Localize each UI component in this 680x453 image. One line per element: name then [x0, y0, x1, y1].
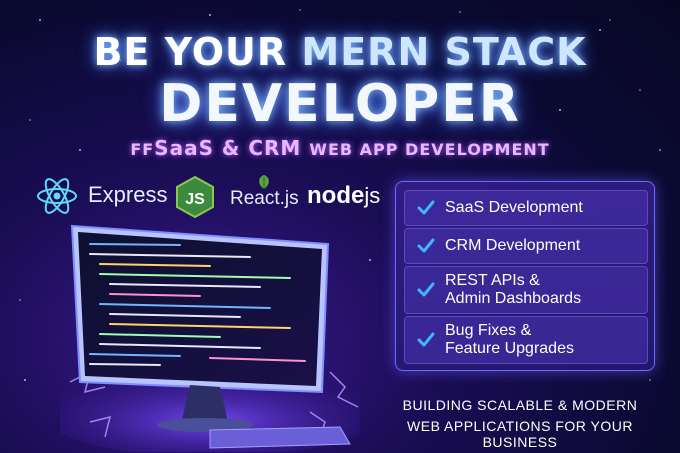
tagline-line1: BUILDING SCALABLE & MODERN — [402, 397, 638, 413]
keyboard — [209, 426, 351, 449]
headline-suffix: WEB APP DEVELOPMENT — [309, 140, 550, 159]
react-js-label: React.js — [230, 188, 299, 209]
react-logo — [35, 174, 79, 218]
check-icon — [417, 332, 435, 347]
feature-label-line1: Bug Fixes & — [445, 322, 532, 339]
code-lines — [89, 243, 306, 366]
check-icon — [417, 238, 435, 253]
headline-line1: BE YOUR MERN STACK — [0, 30, 680, 74]
feature-item: SaaS Development — [404, 190, 648, 226]
feature-label: CRM Development — [445, 237, 581, 254]
react-icon — [37, 178, 77, 214]
monitor-screen — [78, 232, 322, 386]
feature-label: REST APIs & Admin Dashboards — [445, 272, 581, 308]
feature-label: SaaS Development — [445, 199, 583, 216]
headline-line3: FFSaaS & CRM WEB APP DEVELOPMENT — [0, 136, 680, 160]
feature-label-line1: REST APIs & — [445, 272, 540, 289]
check-icon — [417, 200, 435, 215]
feature-item: CRM Development — [404, 228, 648, 264]
feature-item: Bug Fixes & Feature Upgrades — [404, 316, 648, 364]
features-panel: SaaS Development CRM Development REST AP… — [395, 181, 655, 371]
express-logo: Express — [88, 182, 167, 208]
headline-prefix: FF — [130, 140, 155, 159]
nodejs-hexagon-icon: JS — [176, 176, 214, 218]
check-icon — [417, 282, 435, 297]
feature-label: Bug Fixes & Feature Upgrades — [445, 322, 574, 358]
monitor-illustration — [60, 224, 360, 452]
tech-logos: Express JS React.js node js — [30, 172, 390, 222]
react-js-logo: React.js — [230, 174, 299, 210]
feature-label-line2: Admin Dashboards — [445, 290, 582, 307]
monitor-base — [157, 418, 253, 432]
js-logo: JS — [175, 176, 215, 218]
headline-part2: MERN STACK — [301, 30, 587, 74]
node-logo: node js — [307, 182, 380, 210]
tagline-line2: WEB APPLICATIONS FOR YOUR BUSINESS — [407, 418, 633, 450]
node-js-label: js — [364, 183, 381, 208]
js-badge-text: JS — [185, 191, 205, 208]
headline-line2: DEVELOPER — [159, 74, 521, 134]
node-label: node — [307, 182, 365, 209]
leaf-icon — [259, 175, 270, 189]
headline-main: SaaS & CRM — [154, 136, 302, 160]
feature-item: REST APIs & Admin Dashboards — [404, 266, 648, 314]
express-label: Express — [88, 182, 168, 207]
feature-label-line2: Feature Upgrades — [445, 340, 574, 357]
monitor-stand — [182, 385, 228, 422]
headline-part1: BE YOUR — [93, 30, 288, 74]
